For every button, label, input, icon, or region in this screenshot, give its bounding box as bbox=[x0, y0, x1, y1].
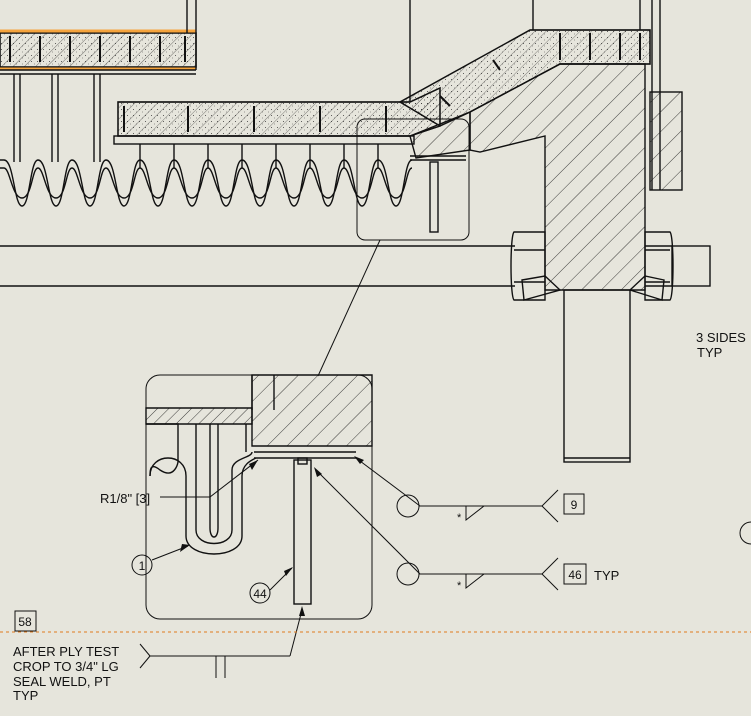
detail-boundary-upper bbox=[356, 118, 470, 241]
upper-insulation-shell bbox=[0, 0, 197, 71]
balloon-44-circle bbox=[249, 582, 271, 604]
note-after-ply-1: AFTER PLY TEST bbox=[13, 644, 119, 659]
leader-lines bbox=[150, 457, 421, 657]
weld-star-upper: * bbox=[457, 512, 462, 524]
balloon-44-label: 44 bbox=[253, 587, 267, 601]
tag-46-label: 46 bbox=[568, 568, 582, 582]
note-three-sides: 3 SIDES bbox=[696, 330, 746, 345]
horizontal-tie-rod bbox=[0, 245, 711, 287]
radius-note: R1/8" [3] bbox=[100, 491, 150, 506]
detail-view-lower bbox=[145, 374, 373, 620]
tag-58-label: 58 bbox=[18, 615, 32, 629]
balloon-1-label: 1 bbox=[139, 559, 146, 573]
leader-arrowheads bbox=[180, 456, 364, 616]
tag-9-box bbox=[563, 493, 585, 515]
hex-nuts bbox=[510, 231, 674, 301]
upper-shell-tie-bars bbox=[0, 69, 196, 162]
partial-balloon-edge bbox=[739, 521, 751, 545]
weld-symbols bbox=[139, 489, 559, 678]
tag-9-label: 9 bbox=[571, 498, 578, 512]
middle-insulation-shell bbox=[113, 86, 441, 145]
note-after-ply-3: SEAL WELD, PT bbox=[13, 674, 111, 689]
sloped-transition-shell bbox=[398, 0, 683, 191]
tag-46-box bbox=[563, 563, 587, 585]
support-leg bbox=[563, 289, 631, 463]
bellows-convolutions bbox=[0, 144, 413, 207]
balloon-1-circle bbox=[131, 554, 153, 576]
detail-leader bbox=[317, 239, 381, 377]
upper-pin bbox=[429, 161, 439, 233]
note-after-ply-2: CROP TO 3/4" LG bbox=[13, 659, 119, 674]
weld-typ-label: TYP bbox=[594, 568, 619, 583]
weld-star-lower: * bbox=[457, 580, 462, 592]
tag-58-box bbox=[14, 610, 37, 632]
note-three-sides-typ: TYP bbox=[697, 345, 722, 360]
note-after-ply-4: TYP bbox=[13, 688, 38, 703]
